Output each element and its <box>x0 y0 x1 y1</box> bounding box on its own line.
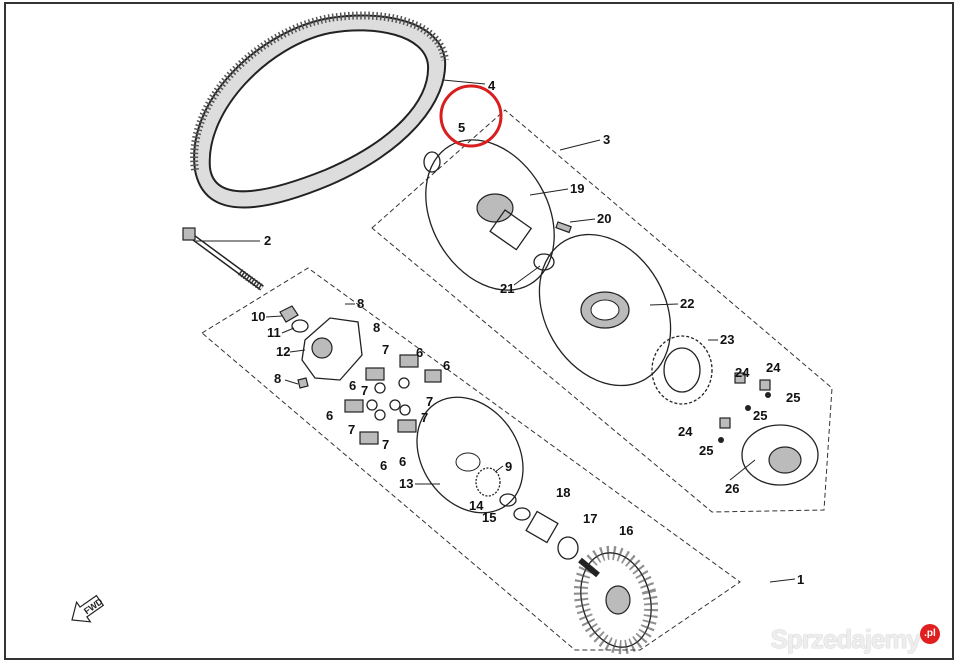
label-6: 6 <box>349 378 356 393</box>
label-11: 11 <box>267 325 281 340</box>
highlight-circle <box>439 84 503 148</box>
set-screw <box>297 377 309 389</box>
label-26: 26 <box>725 481 739 496</box>
washer <box>499 493 517 507</box>
label-6: 6 <box>380 458 387 473</box>
label-7: 7 <box>421 410 428 425</box>
label-25: 25 <box>786 390 800 405</box>
label-24: 24 <box>678 424 693 439</box>
label-8: 8 <box>357 296 364 311</box>
cam-cover <box>741 424 819 486</box>
label-16: 16 <box>619 523 633 538</box>
label-15: 15 <box>482 510 496 525</box>
bearing <box>557 536 579 560</box>
washer <box>291 319 309 333</box>
label-7: 7 <box>348 422 355 437</box>
label-8: 8 <box>274 371 281 386</box>
driven-clutch-outline <box>371 109 833 513</box>
drive-belt <box>190 11 449 209</box>
spring <box>651 335 713 405</box>
driven-sheave <box>425 139 555 291</box>
label-7: 7 <box>361 383 368 398</box>
label-1: 1 <box>797 572 804 587</box>
leader-lines <box>196 79 796 583</box>
label-6: 6 <box>416 345 423 360</box>
label-14: 14 <box>469 498 484 513</box>
label-9: 9 <box>505 459 512 474</box>
label-6: 6 <box>443 358 450 373</box>
label-4: 4 <box>488 78 496 93</box>
label-7: 7 <box>382 342 389 357</box>
label-7: 7 <box>382 437 389 452</box>
label-13: 13 <box>399 476 413 491</box>
bushing <box>525 510 559 544</box>
spring <box>475 467 501 497</box>
label-12: 12 <box>276 344 290 359</box>
movable-sheave <box>538 233 672 387</box>
label-6: 6 <box>399 454 406 469</box>
watermark-text: Sprzedajemy <box>770 624 921 654</box>
watermark: Sprzedajemy.pl <box>771 624 940 655</box>
label-21: 21 <box>500 281 514 296</box>
label-10: 10 <box>251 309 265 324</box>
fixed-sheave <box>573 545 659 655</box>
key <box>555 221 572 234</box>
label-17: 17 <box>583 511 597 526</box>
label-19: 19 <box>570 181 584 196</box>
label-5: 5 <box>458 120 465 135</box>
label-25: 25 <box>753 408 767 423</box>
label-3: 3 <box>603 132 610 147</box>
snap-ring <box>533 253 555 271</box>
rollers-and-screws <box>718 372 771 443</box>
washer <box>513 507 531 521</box>
label-23: 23 <box>720 332 734 347</box>
label-25: 25 <box>699 443 713 458</box>
label-7: 7 <box>426 394 433 409</box>
label-24: 24 <box>766 360 781 375</box>
spider-plate <box>301 317 363 381</box>
label-2: 2 <box>264 233 271 248</box>
bolt <box>182 227 265 291</box>
label-22: 22 <box>680 296 694 311</box>
label-20: 20 <box>597 211 611 226</box>
washer <box>423 151 441 173</box>
label-6: 6 <box>326 408 333 423</box>
label-8: 8 <box>373 320 380 335</box>
label-24: 24 <box>735 365 750 380</box>
watermark-badge: .pl <box>920 624 940 644</box>
weights-and-sliders <box>344 354 442 445</box>
part-labels: 4 5 3 19 20 21 22 23 24 24 24 25 25 25 2… <box>251 78 804 587</box>
fwd-label: FWD <box>82 596 105 616</box>
forward-direction-arrow: FWD <box>71 594 105 623</box>
nut <box>279 305 299 323</box>
sheave-hub <box>476 193 533 251</box>
diagram-frame <box>4 2 954 660</box>
label-18: 18 <box>556 485 570 500</box>
